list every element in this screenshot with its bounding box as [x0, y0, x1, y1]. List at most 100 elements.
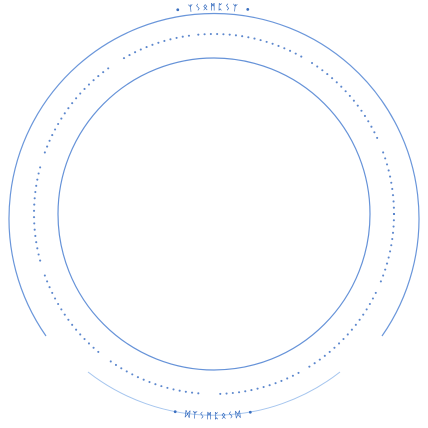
dotted-ring-dot	[33, 203, 36, 206]
dotted-ring-dot	[97, 350, 100, 353]
dotted-ring-dot	[46, 280, 49, 283]
top-glyph-textpath: • ᛉᛊᛟᛗᛈᛊᛉ •	[174, 1, 251, 15]
dotted-ring-dot	[259, 39, 262, 42]
dotted-ring-dot	[163, 39, 166, 43]
dotted-ring-dot	[33, 197, 36, 200]
dotted-ring-dot	[391, 238, 394, 241]
dotted-ring-dot	[166, 386, 169, 389]
dotted-ring-dot	[114, 363, 118, 367]
dotted-ring-dot	[390, 244, 393, 247]
dotted-ring-dot	[157, 41, 160, 44]
dotted-ring-dot	[48, 286, 51, 289]
dotted-ring-dot	[51, 134, 54, 137]
bottom-glyph-textpath: • ᛞᛉᛊᛗᛈᛟᛊᛞ •	[172, 407, 254, 420]
dotted-ring-dot	[67, 318, 70, 321]
dotted-ring-dot	[234, 34, 237, 37]
dotted-ring-dot	[172, 388, 175, 391]
dotted-ring-dot	[35, 184, 38, 187]
dotted-ring-dot	[391, 231, 395, 234]
dotted-ring-dot	[356, 104, 359, 107]
dotted-ring-dot	[216, 32, 219, 36]
dotted-ring-dot	[348, 94, 351, 97]
dotted-ring-dot	[57, 122, 60, 126]
dotted-ring-dot	[32, 216, 36, 219]
dotted-ring-dot	[87, 342, 91, 345]
dotted-ring-dot	[102, 71, 105, 74]
dotted-ring-dot	[225, 392, 228, 395]
dotted-ring-dot	[79, 92, 82, 95]
dotted-ring-dot	[392, 219, 395, 222]
dotted-ring-dot	[67, 107, 70, 110]
dotted-ring-dot	[250, 389, 253, 392]
dotted-ring-dot	[337, 342, 341, 345]
dotted-ring-dot	[265, 40, 268, 43]
dotted-ring-dot	[125, 370, 128, 373]
dotted-ring-dot	[54, 128, 57, 131]
outer-ring-lower-arc	[87, 371, 341, 416]
dotted-ring-dot	[75, 97, 78, 100]
dotted-ring-dot	[363, 114, 367, 118]
dotted-ring-dot	[151, 43, 154, 46]
dotted-ring-dot	[392, 225, 395, 228]
dotted-ring-dot	[187, 34, 190, 37]
dotted-ring-dot	[39, 259, 42, 262]
dotted-ring-dot	[344, 90, 347, 93]
dotted-ring-dot	[291, 374, 294, 377]
dotted-ring-dot	[160, 385, 163, 388]
dotted-ring-dot	[120, 367, 123, 370]
dotted-ring-dot	[392, 212, 396, 216]
bottom-glyph-text: • ᛞᛉᛊᛗᛈᛟᛊᛞ •	[172, 407, 257, 420]
dotted-ring-dot	[63, 313, 66, 316]
dotted-ring-dot	[34, 191, 37, 194]
dotted-ring-dot	[382, 151, 385, 154]
dotted-ring-dot	[83, 337, 86, 341]
dotted-ring-dot	[247, 36, 250, 39]
dotted-ring-dot	[181, 35, 184, 38]
dotted-ring-dot	[289, 49, 292, 52]
dotted-ring-dot	[184, 390, 187, 393]
inner-ring	[57, 57, 371, 371]
dotted-ring-dot	[271, 42, 274, 45]
dotted-ring-dot	[148, 380, 151, 384]
dotted-ring-dot	[310, 61, 314, 65]
dotted-ring-dot	[387, 169, 390, 172]
dotted-ring-dot	[352, 99, 355, 102]
dotted-ring-dot	[36, 247, 39, 250]
dotted-ring-dot	[231, 391, 234, 395]
dotted-ring-dot	[321, 69, 324, 72]
dotted-ring-dot	[97, 75, 100, 78]
dotted-ring-dot	[178, 389, 181, 392]
dotted-ring-dot	[109, 360, 112, 363]
dotted-ring-dot	[350, 328, 353, 331]
dotted-ring-dot	[391, 194, 395, 197]
dotted-ring-dot	[300, 55, 303, 58]
dotted-ring-dot	[191, 391, 194, 394]
dotted-ring-dot	[382, 274, 385, 277]
dotted-ring-dot	[122, 57, 126, 60]
dotted-ring-dot	[376, 136, 379, 139]
dotted-ring-dot	[354, 323, 357, 326]
dotted-ring-dot	[228, 33, 231, 36]
outer-ring-main-arc	[8, 13, 420, 337]
dotted-ring-dot	[175, 36, 178, 39]
top-glyph-text: • ᛉᛊᛟᛗᛈᛊᛉ •	[174, 1, 253, 15]
dotted-ring-dot	[79, 333, 82, 336]
dotted-ring-dot	[274, 382, 277, 385]
dotted-ring-dot	[60, 308, 63, 311]
dotted-ring-dot	[71, 102, 74, 105]
dotted-ring-dot	[367, 120, 370, 123]
dotted-ring-dot	[323, 354, 326, 357]
dotted-ring-dot	[384, 157, 387, 160]
dotted-ring-dot	[308, 365, 311, 368]
dotted-ring-dot	[134, 51, 137, 54]
dotted-ring-dot	[277, 44, 280, 48]
dotted-ring-dot	[107, 67, 110, 70]
dotted-ring-dot	[34, 234, 37, 237]
dotted-ring-dot	[390, 181, 393, 184]
dotted-ring-dot	[384, 268, 387, 271]
dotted-ring-dot	[219, 392, 222, 395]
dotted-ring-dot	[197, 392, 200, 395]
dotted-ring-dot	[128, 54, 131, 57]
dotted-ring-dot	[92, 79, 95, 82]
